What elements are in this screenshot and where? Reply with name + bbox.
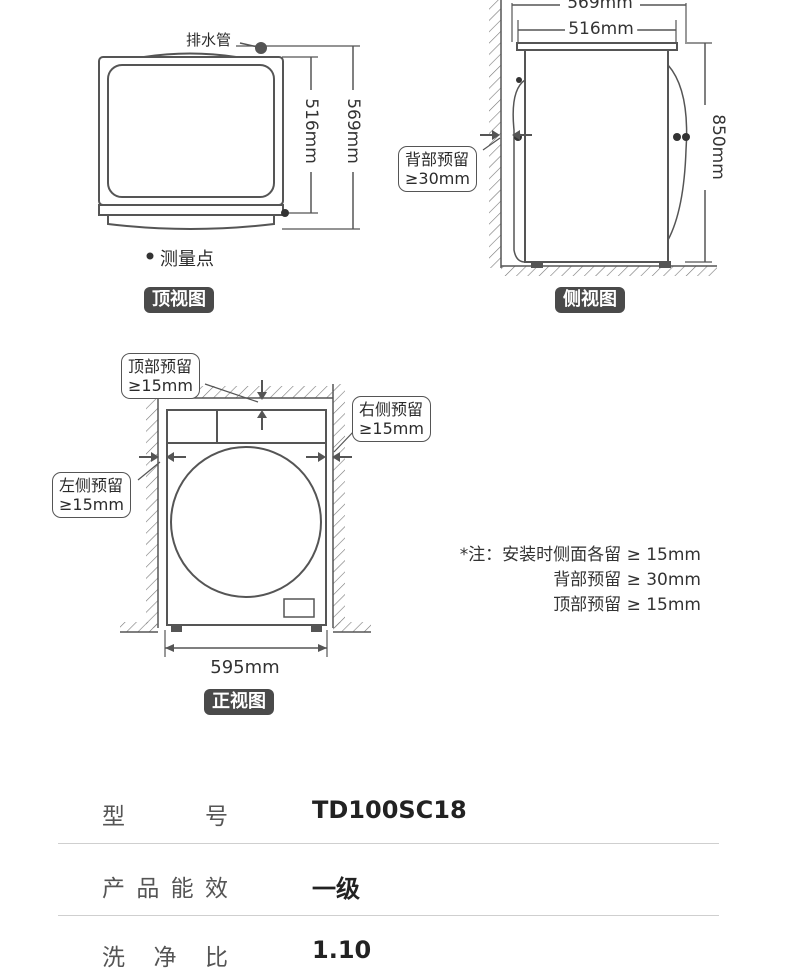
note-line-2: 背部预留 ≥ 30mm xyxy=(553,570,701,590)
left-gap-callout: 左侧预留 ≥15mm xyxy=(52,472,131,518)
front-width-label: 595mm xyxy=(210,657,280,678)
top-view-badge: 顶视图 xyxy=(144,287,214,313)
top-depth-inner-label: 516mm xyxy=(301,98,321,164)
side-height-label: 850mm xyxy=(708,114,728,180)
spec-label-model: 型 号 xyxy=(102,804,228,830)
rear-gap-callout: 背部预留 ≥30mm xyxy=(398,146,477,192)
rear-gap-title: 背部预留 xyxy=(405,150,470,169)
note-line-1: *注：安装时侧面各留 ≥ 15mm xyxy=(459,545,701,565)
side-view-badge: 侧视图 xyxy=(555,287,625,313)
right-gap-value: ≥15mm xyxy=(359,419,424,438)
spec-label-wash-ratio: 洗 净 比 xyxy=(102,945,228,971)
spec-divider xyxy=(58,843,719,844)
front-view-badge: 正视图 xyxy=(204,689,274,715)
dimension-drawings xyxy=(98,0,717,657)
side-width-inner-label: 516mm xyxy=(565,19,637,39)
top-view-drawing xyxy=(98,42,360,260)
top-gap-callout: 顶部预留 ≥15mm xyxy=(121,353,200,399)
top-gap-value: ≥15mm xyxy=(128,376,193,395)
top-depth-outer-label: 569mm xyxy=(343,98,363,164)
side-width-outer-label: 569mm xyxy=(564,0,636,13)
left-gap-value: ≥15mm xyxy=(59,495,124,514)
spec-value-wash-ratio: 1.10 xyxy=(312,936,372,964)
front-view-drawing xyxy=(120,380,371,657)
note-line-3: 顶部预留 ≥ 15mm xyxy=(553,595,701,615)
drain-pipe-label: 排水管 xyxy=(186,31,232,49)
spec-label-energy: 产 品 能 效 xyxy=(102,876,228,902)
spec-value-model: TD100SC18 xyxy=(312,796,467,824)
rear-gap-value: ≥30mm xyxy=(405,169,470,188)
right-gap-title: 右侧预留 xyxy=(359,400,424,419)
installation-notes: *注：安装时侧面各留 ≥ 15mm 背部预留 ≥ 30mm 顶部预留 ≥ 15m… xyxy=(460,543,701,618)
top-gap-title: 顶部预留 xyxy=(128,357,193,376)
left-gap-title: 左侧预留 xyxy=(59,476,124,495)
right-gap-callout: 右侧预留 ≥15mm xyxy=(352,396,431,442)
side-view-drawing xyxy=(480,0,717,276)
spec-value-energy: 一级 xyxy=(312,875,360,903)
spec-divider xyxy=(58,915,719,916)
measure-point-label: 测量点 xyxy=(160,249,214,270)
